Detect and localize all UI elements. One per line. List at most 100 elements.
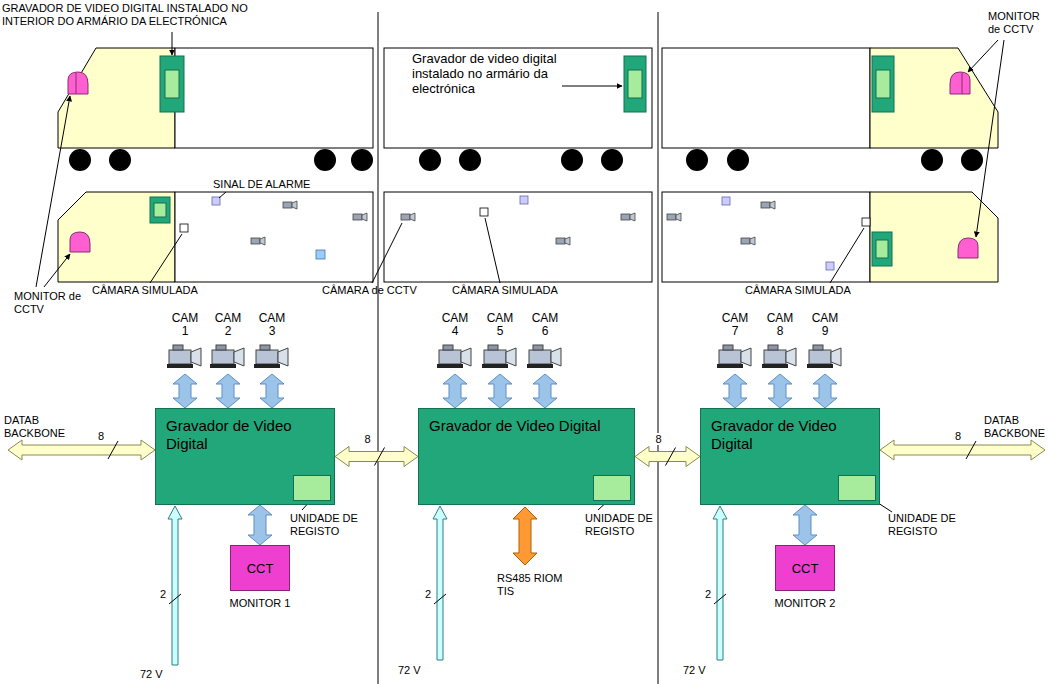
callout-label: 72 V	[140, 668, 185, 681]
connector-arrow	[813, 374, 837, 408]
bus-width-slash	[375, 448, 385, 466]
camera-top	[813, 345, 823, 350]
connector-arrow	[635, 447, 700, 467]
bus-connector	[335, 447, 418, 467]
camera-top	[723, 345, 733, 350]
connector-arrow	[216, 374, 240, 408]
bus-connector	[533, 374, 557, 408]
camera-top	[533, 345, 543, 350]
callout-label: DATAB BACKBONE	[984, 414, 1050, 439]
camera-lens	[461, 348, 471, 366]
callout-label: SINAL DE ALARME	[213, 178, 353, 191]
recorder-box: Gravador de Video Digital	[700, 408, 880, 505]
connector-arrow	[248, 505, 272, 545]
connector-arrow	[723, 374, 747, 408]
callout-label: UNIDADE DE REGISTO	[585, 512, 655, 537]
recording-unit	[293, 475, 331, 501]
camera-base	[437, 364, 463, 368]
camera-icon	[760, 342, 800, 372]
camera-body	[719, 350, 741, 364]
camera-lens	[551, 348, 561, 366]
connector-arrow	[768, 374, 792, 408]
camera-label: CAM 6	[530, 312, 560, 337]
bus-connector	[768, 374, 792, 408]
callout-label: 8	[98, 430, 112, 443]
camera-node: CAM 4	[433, 312, 477, 374]
camera-top	[768, 345, 778, 350]
monitor-text: CCT	[247, 561, 274, 576]
callout-label: 72 V	[683, 664, 728, 677]
monitor-box: CCT	[775, 545, 835, 591]
camera-icon	[715, 342, 755, 372]
bus-connector	[723, 374, 747, 408]
callout-label: 2	[425, 588, 437, 601]
callout-label: 8	[955, 430, 969, 443]
camera-top	[443, 345, 453, 350]
monitor-caption: MONITOR 2	[760, 597, 850, 609]
camera-node: CAM 1	[163, 312, 207, 374]
bus-connector	[813, 374, 837, 408]
connector-arrow	[793, 505, 817, 545]
connector-arrow	[488, 374, 512, 408]
recorder-box: Gravador de Video Digital	[155, 408, 335, 505]
camera-node: CAM 7	[713, 312, 757, 374]
camera-base	[762, 364, 788, 368]
bus-width-slash	[666, 448, 676, 466]
monitor-node: CCT MONITOR 2	[760, 545, 850, 609]
camera-top	[260, 345, 270, 350]
camera-top	[216, 345, 226, 350]
connector-arrow	[533, 374, 557, 408]
bus-connector	[488, 374, 512, 408]
camera-body	[439, 350, 461, 364]
camera-label: CAM 4	[440, 312, 470, 337]
camera-label: CAM 7	[720, 312, 750, 337]
camera-body	[256, 350, 278, 364]
callout-label: CÂMARA SIMULADA	[452, 284, 582, 297]
camera-label: CAM 8	[765, 312, 795, 337]
camera-base	[527, 364, 553, 368]
bus-connector	[173, 374, 197, 408]
camera-base	[482, 364, 508, 368]
camera-icon	[805, 342, 845, 372]
callout-label: 2	[705, 588, 717, 601]
monitor-text: CCT	[792, 561, 819, 576]
callout-label: UNIDADE DE REGISTO	[290, 512, 370, 537]
callout-label: CÂMARA de CCTV	[322, 284, 432, 297]
bus-connector	[248, 505, 272, 545]
bus-connector	[793, 505, 817, 545]
camera-node: CAM 2	[206, 312, 250, 374]
camera-icon	[165, 342, 205, 372]
camera-body	[764, 350, 786, 364]
bus-width-label: 8	[654, 433, 664, 446]
callout-label: Gravador de video digital instalado no a…	[412, 52, 562, 97]
camera-node: CAM 3	[250, 312, 294, 374]
camera-base	[254, 364, 280, 368]
camera-lens	[191, 348, 201, 366]
bus-width-label: 8	[363, 433, 373, 446]
camera-lens	[831, 348, 841, 366]
connector-arrow	[260, 374, 284, 408]
camera-lens	[234, 348, 244, 366]
recording-unit	[593, 475, 631, 501]
callout-label: CÂMARA SIMULADA	[745, 284, 875, 297]
recorder-box: Gravador de Video Digital	[418, 408, 635, 505]
callout-label: UNIDADE DE REGISTO	[888, 512, 968, 537]
camera-lens	[506, 348, 516, 366]
bus-connector	[260, 374, 284, 408]
callout-label: MONITOR de CCTV	[988, 10, 1048, 35]
camera-label: CAM 3	[257, 312, 287, 337]
camera-body	[529, 350, 551, 364]
recording-unit	[838, 475, 876, 501]
camera-label: CAM 9	[810, 312, 840, 337]
bus-connector	[216, 374, 240, 408]
camera-base	[167, 364, 193, 368]
connector-arrow	[335, 447, 418, 467]
camera-icon	[435, 342, 475, 372]
camera-node: CAM 9	[803, 312, 847, 374]
monitor-caption: MONITOR 1	[215, 597, 305, 609]
recorder-title: Gravador de Video Digital	[419, 409, 634, 443]
recorder-title: Gravador de Video Digital	[156, 409, 334, 461]
camera-body	[212, 350, 234, 364]
camera-lens	[786, 348, 796, 366]
